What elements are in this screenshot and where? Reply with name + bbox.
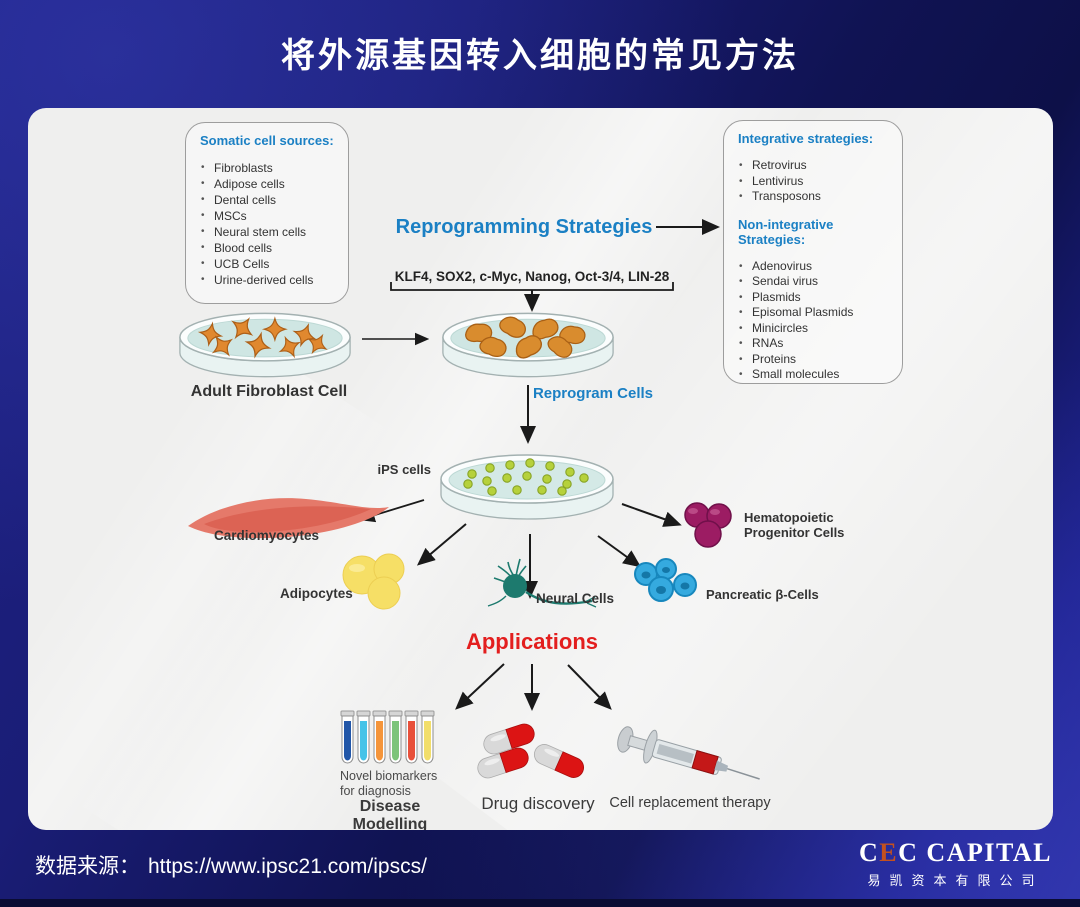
list-item: UCB Cells xyxy=(198,256,340,272)
list-item: Proteins xyxy=(736,352,894,368)
logo-letter: C xyxy=(859,838,880,867)
syringe-icon xyxy=(617,726,760,780)
list-item: RNAs xyxy=(736,336,894,352)
list-item: Dental cells xyxy=(198,192,340,208)
integrative-list: Retrovirus Lentivirus Transposons xyxy=(736,158,894,205)
novel-biomarkers-label: Novel biomarkers for diagnosis xyxy=(340,769,438,798)
petri-dish-fibroblast-icon xyxy=(179,312,351,378)
list-item: Fibroblasts xyxy=(198,160,340,176)
list-item: Lentivirus xyxy=(736,174,894,190)
hematopoietic-progenitor-label: Hematopoietic Progenitor Cells xyxy=(744,510,845,540)
non-integrative-list: Adenovirus Sendai virus Plasmids Episoma… xyxy=(736,259,894,383)
somatic-list: Fibroblasts Adipose cells Dental cells M… xyxy=(198,160,340,288)
capsules-icon xyxy=(475,720,588,782)
list-item: MSCs xyxy=(198,208,340,224)
logo-letters: C CAPITAL xyxy=(898,838,1052,867)
drug-discovery-label: Drug discovery xyxy=(481,794,595,813)
list-item: Episomal Plasmids xyxy=(736,305,894,321)
pancreatic-beta-cells-label: Pancreatic β-Cells xyxy=(706,587,819,602)
data-source-url: https://www.ipsc21.com/ipscs/ xyxy=(148,855,427,878)
somatic-box-title: Somatic cell sources: xyxy=(200,133,334,148)
pancreatic-beta-cells-icon xyxy=(634,558,697,602)
adipocytes-label: Adipocytes xyxy=(280,586,353,601)
list-item: Neural stem cells xyxy=(198,224,340,240)
reprogram-cells-label: Reprogram Cells xyxy=(532,385,654,402)
reprogramming-factors: KLF4, SOX2, c-Myc, Nanog, Oct-3/4, LIN-2… xyxy=(394,269,670,284)
neuron-icon xyxy=(487,558,597,608)
cardiomyocytes-label: Cardiomyocytes xyxy=(214,528,320,543)
bottom-strip xyxy=(0,899,1080,907)
list-item: Blood cells xyxy=(198,240,340,256)
neural-cells-label: Neural Cells xyxy=(536,591,615,606)
cec-capital-logo: CEC CAPITAL 易凯资本有限公司 xyxy=(859,838,1052,889)
test-tubes-icon xyxy=(340,710,435,764)
list-item: Small molecules xyxy=(736,367,894,383)
strategies-box: Integrative strategies: Retrovirus Lenti… xyxy=(723,120,903,384)
list-item: Sendai virus xyxy=(736,274,894,290)
adult-fibroblast-label: Adult Fibroblast Cell xyxy=(190,383,348,400)
adipocytes-icon xyxy=(342,553,405,610)
applications-title: Applications xyxy=(465,629,598,654)
cell-replacement-therapy-label: Cell replacement therapy xyxy=(609,795,771,811)
logo-letter-accent: E xyxy=(879,838,899,867)
page-title: 将外源基因转入细胞的常见方法 xyxy=(281,37,799,75)
list-item: Plasmids xyxy=(736,290,894,306)
disease-modelling-label: Disease Modelling xyxy=(352,798,428,830)
petri-dish-ips-icon xyxy=(440,454,614,520)
logo-chinese-name: 易凯资本有限公司 xyxy=(867,873,1044,888)
list-item: Minicircles xyxy=(736,321,894,337)
list-item: Transposons xyxy=(736,189,894,205)
non-integrative-title: Non-integrative Strategies: xyxy=(738,216,834,247)
reprogramming-strategies-title: Reprogramming Strategies xyxy=(395,216,653,238)
list-item: Adipose cells xyxy=(198,176,340,192)
list-item: Adenovirus xyxy=(736,259,894,275)
ips-cells-label: iPS cells xyxy=(377,462,431,477)
hematopoietic-cells-icon xyxy=(684,502,732,548)
list-item: Urine-derived cells xyxy=(198,272,340,288)
list-item: Retrovirus xyxy=(736,158,894,174)
content-panel: Somatic cell sources: Fibroblasts Adipos… xyxy=(28,108,1053,830)
cardiomyocyte-icon xyxy=(188,498,389,539)
data-source: 数据来源： https://www.ipsc21.com/ipscs/ xyxy=(35,850,427,880)
integrative-title: Integrative strategies: xyxy=(738,131,874,146)
logo-wordmark: CEC CAPITAL xyxy=(859,838,1052,868)
petri-dish-reprogram-icon xyxy=(442,312,614,378)
data-source-label: 数据来源： xyxy=(35,855,140,878)
somatic-cell-sources-box: Somatic cell sources: Fibroblasts Adipos… xyxy=(185,122,349,304)
